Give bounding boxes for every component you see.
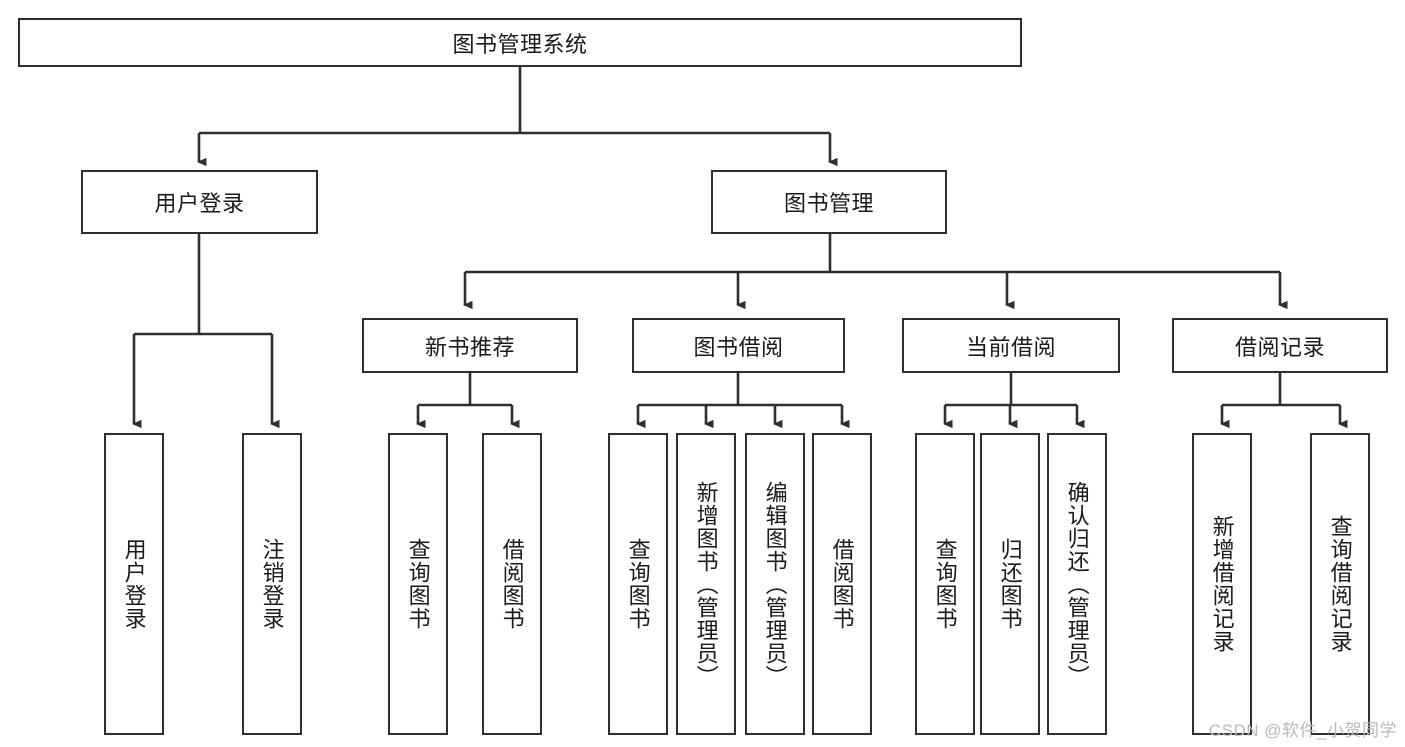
node-label: 用户登录 (121, 538, 147, 630)
node-label: 编辑图书（管理员） (762, 480, 788, 688)
node-label: 新增借阅记录 (1209, 515, 1235, 653)
leaf-new-book-query[interactable]: 查询图书 (388, 433, 448, 735)
node-label: 新增图书（管理员） (693, 480, 719, 688)
leaf-record-query-borrow-record[interactable]: 查询借阅记录 (1310, 433, 1370, 735)
leaf-borrow-query-book[interactable]: 查询图书 (608, 433, 668, 735)
leaf-current-query-book[interactable]: 查询图书 (915, 433, 975, 735)
node-label: 当前借阅 (965, 334, 1056, 360)
node-label: 确认归还（管理员） (1064, 480, 1090, 688)
node-label: 归还图书 (997, 538, 1023, 630)
leaf-borrow-add-book-admin[interactable]: 新增图书（管理员） (676, 433, 736, 735)
node-label: 图书管理系统 (452, 31, 588, 57)
node-label: 查询图书 (625, 538, 651, 630)
leaf-record-add-borrow-record[interactable]: 新增借阅记录 (1192, 433, 1252, 735)
node-book-management[interactable]: 图书管理 (711, 170, 947, 234)
node-label: 新书推荐 (424, 334, 515, 360)
leaf-user-login-logout[interactable]: 注销登录 (242, 433, 302, 735)
node-label: 借阅记录 (1234, 334, 1325, 360)
watermark-text: CSDN @软件_小贺同学 (1208, 721, 1397, 740)
leaf-borrow-edit-book-admin[interactable]: 编辑图书（管理员） (745, 433, 805, 735)
node-label: 借阅图书 (829, 538, 855, 630)
node-label: 查询图书 (405, 538, 431, 630)
leaf-new-book-borrow[interactable]: 借阅图书 (482, 433, 542, 735)
node-borrow-record[interactable]: 借阅记录 (1172, 318, 1388, 373)
node-new-book-recommend[interactable]: 新书推荐 (362, 318, 578, 373)
node-label: 用户登录 (154, 191, 245, 216)
node-user-login[interactable]: 用户登录 (81, 170, 318, 234)
node-book-borrow[interactable]: 图书借阅 (632, 318, 845, 373)
leaf-current-return-book[interactable]: 归还图书 (980, 433, 1040, 735)
node-current-borrow[interactable]: 当前借阅 (902, 318, 1120, 373)
node-label: 查询借阅记录 (1327, 515, 1353, 653)
node-label: 借阅图书 (499, 538, 525, 630)
node-label: 注销登录 (259, 538, 285, 630)
leaf-user-login-login[interactable]: 用户登录 (104, 433, 164, 735)
leaf-current-confirm-return-admin[interactable]: 确认归还（管理员） (1047, 433, 1107, 735)
node-label: 图书借阅 (693, 334, 784, 360)
node-label: 图书管理 (783, 191, 874, 216)
leaf-borrow-borrow-book[interactable]: 借阅图书 (812, 433, 872, 735)
node-label: 查询图书 (932, 538, 958, 630)
node-root-book-management-system[interactable]: 图书管理系统 (18, 18, 1022, 67)
